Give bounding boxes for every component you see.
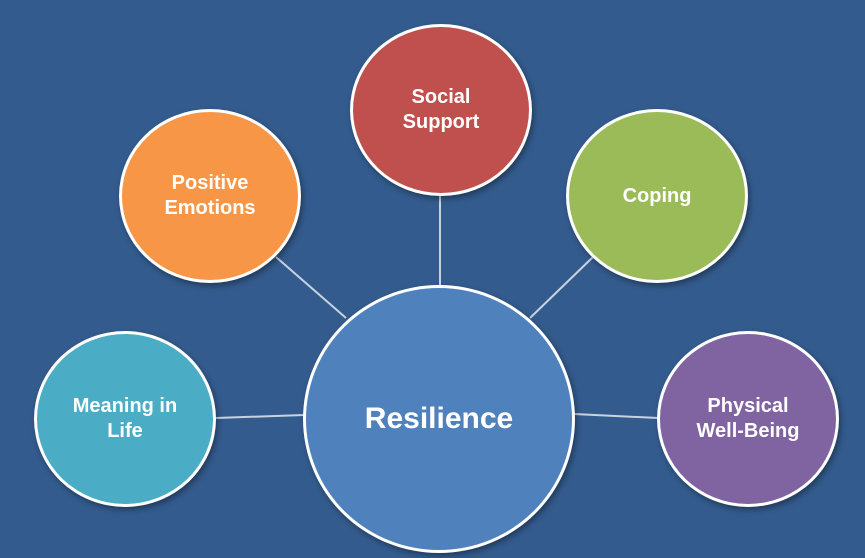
node-coping-label: Coping: [622, 184, 692, 207]
node-resilience-center: Resilience: [303, 285, 575, 553]
connector-physical-well-being: [573, 413, 659, 419]
connector-meaning-in-life: [215, 414, 305, 419]
node-meaning-in-life: Meaning in Life: [34, 331, 216, 507]
node-meaning-in-life-label: Meaning in Life: [72, 395, 178, 442]
connector-coping: [529, 256, 594, 319]
node-social-support: Social Support: [350, 24, 532, 196]
center-label: Resilience: [364, 402, 514, 436]
node-coping: Coping: [566, 109, 748, 283]
node-social-support-label: Social Support: [402, 86, 480, 133]
node-positive-emotions-label: Positive Emotions: [164, 172, 256, 219]
node-physical-well-being-label: Physical Well-Being: [696, 395, 800, 442]
node-positive-emotions: Positive Emotions: [119, 109, 301, 283]
node-physical-well-being: Physical Well-Being: [657, 331, 839, 507]
connector-positive-emotions: [275, 256, 347, 319]
